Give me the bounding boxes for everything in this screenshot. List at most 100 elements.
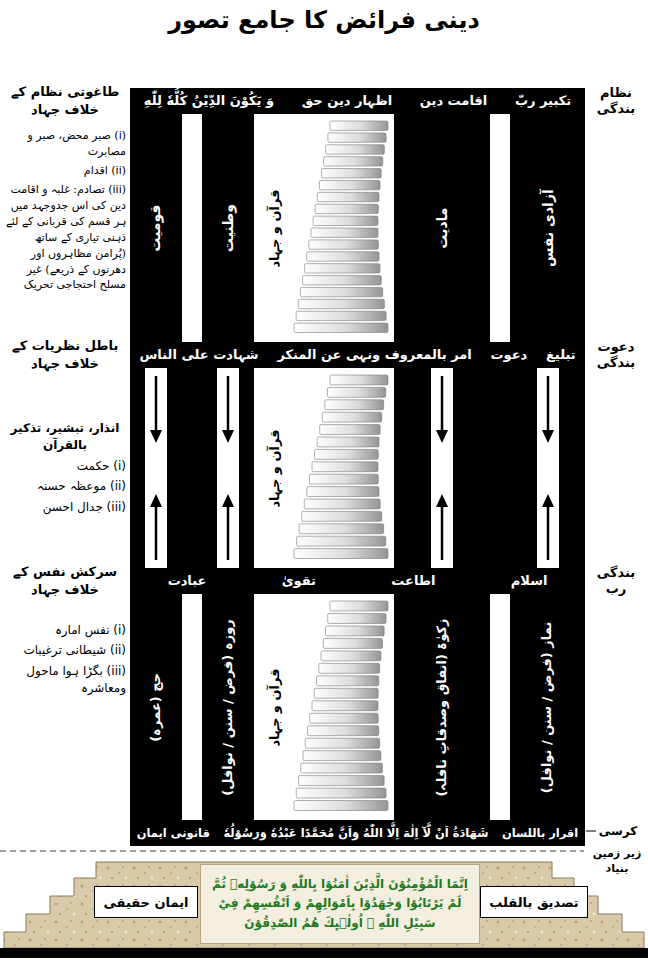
stair-step (299, 776, 385, 786)
staircase (294, 375, 388, 559)
arrow-head (150, 494, 162, 507)
band-label: اظہار دین حق (302, 93, 392, 110)
pillar-label: نماز (فرض / سنن / نوافل) (539, 621, 556, 792)
label-holder: زیر زمین بنیاد (588, 847, 646, 877)
note-text: انذار، تبشیر، تذکیر بالقرآن (4, 420, 126, 455)
band-label: شَهَادَةُ اَنْ لَّآ اِلٰهَ اِلَّا اللّٰه… (223, 826, 488, 841)
band-label: شہادت علی الناس (139, 347, 258, 364)
stair-step (300, 287, 382, 296)
box-label: تصدیق بالقلب (489, 895, 578, 910)
jihad-label: طاغوتی نظام کے خلاف جہاد (4, 83, 126, 118)
note-text: (iii) تصادم: غلبہ و اقامت دین کی اس جدوج… (4, 182, 126, 294)
stair-label: قرآن و جہاد (267, 426, 282, 510)
stair-step (326, 626, 385, 636)
concept-box: تصدیق بالقلب (480, 886, 587, 918)
stair-well (254, 368, 394, 568)
stair-step (320, 425, 380, 435)
band: اقرار باللسانشَهَادَةُ اَنْ لَّآ اِلٰهَ … (130, 820, 585, 846)
middle-block (130, 368, 585, 568)
arrows (150, 376, 554, 560)
stair-step (319, 663, 380, 673)
stair-step (301, 763, 383, 773)
label-holder: کرسی (590, 823, 646, 839)
stair-step (309, 240, 379, 249)
stair-step (305, 738, 379, 748)
stair-step (307, 252, 379, 261)
pillar: حج (عمرہ) (130, 594, 182, 820)
side-label: کرسی (590, 823, 646, 839)
leader-line (586, 831, 596, 832)
stair-step (328, 133, 386, 142)
stair-step (328, 613, 386, 623)
stair-step (302, 276, 381, 285)
jihad-label: باطل نظریات کے خلاف جہاد (4, 337, 126, 372)
label-holder: قرآن و جہاد (257, 594, 291, 820)
band-label: امر بالمعروف ونہی عن المنکر (277, 347, 471, 364)
stair-step (294, 801, 388, 811)
stair-step (323, 638, 382, 648)
stair-step (307, 487, 379, 497)
stair-step (297, 536, 386, 546)
stair-step (294, 323, 388, 332)
base-bar (0, 948, 648, 958)
ground-line (0, 850, 584, 851)
stair-step (319, 180, 380, 189)
stair-step (314, 688, 378, 698)
label-holder: سرکش نفس کے خلاف جہاد (4, 563, 126, 598)
pillar-label: زکوٰۃ (انفاق وصدقاتِ نافلہ) (434, 618, 451, 796)
staircase (294, 121, 388, 333)
stair-step (315, 204, 378, 213)
pillar: مادیت (394, 114, 490, 342)
diagram-title: دینی فرائض کا جامع تصور (168, 6, 480, 34)
stair-step (294, 549, 388, 559)
arrow-shaft (441, 506, 444, 560)
arrow-head (150, 430, 162, 443)
pillar: وطنیت (202, 114, 254, 342)
stair-label: قرآن و جہاد (267, 186, 282, 270)
stair-step (304, 499, 380, 509)
pillar: قومیت (130, 114, 182, 342)
stair-label: قرآن و جہاد (267, 665, 282, 749)
foundation (4, 862, 644, 948)
stair-step (330, 375, 388, 385)
band-heading: بندگی رب (588, 565, 644, 596)
label-holder: قرآن و جہاد (257, 114, 291, 342)
stair-step (330, 121, 388, 130)
arrow-shaft (227, 376, 230, 432)
arrow-shaft (155, 506, 158, 560)
stair-step (326, 145, 385, 154)
band-heading: نظام بندگی (588, 85, 644, 116)
note-text: (ii) اقدام (4, 163, 126, 179)
note-text: (i) صبر محض، صبر و مصابرت (4, 128, 126, 160)
stair-step (302, 511, 382, 521)
band: نظام بندگیتکبیر ربّاقامت دیناظہار دین حق… (130, 88, 585, 114)
band-label: اطاعت (391, 573, 435, 590)
stair-step (322, 169, 382, 178)
stair-step (325, 400, 384, 410)
stair-step (311, 228, 378, 237)
stair-step (299, 524, 384, 534)
band-label: قانونی ایمان (137, 826, 210, 841)
channel (145, 368, 167, 568)
note-text: (ii) شیطانی ترغیبات (4, 642, 126, 659)
stair-step (298, 299, 384, 308)
pillar: نماز (فرض / سنن / نوافل) (510, 594, 585, 820)
stair-step (330, 601, 388, 611)
pillar-label: آزادی نفس (538, 189, 556, 267)
stair-step (303, 751, 381, 761)
stair-step (296, 788, 386, 798)
band-heading-holder: نظام بندگی (588, 88, 644, 114)
arrow-head (542, 430, 554, 443)
band: بندگی رباسلاماطاعتتقویٰعبادت (130, 568, 585, 594)
band-label: اقامت دین (420, 93, 487, 110)
arrow-shaft (547, 376, 550, 432)
arrow-head (436, 494, 448, 507)
jihad-label: سرکش نفس کے خلاف جہاد (4, 563, 126, 598)
stair-step (327, 387, 385, 397)
arrow-shaft (547, 506, 550, 560)
pillar: زکوٰۃ (انفاق وصدقاتِ نافلہ) (394, 594, 490, 820)
stair-step (313, 216, 378, 225)
note-text: (iii) بگڑا ہوا ماحول ومعاشرہ (4, 663, 126, 698)
note-text: (iii) جدال احسن (4, 499, 126, 516)
